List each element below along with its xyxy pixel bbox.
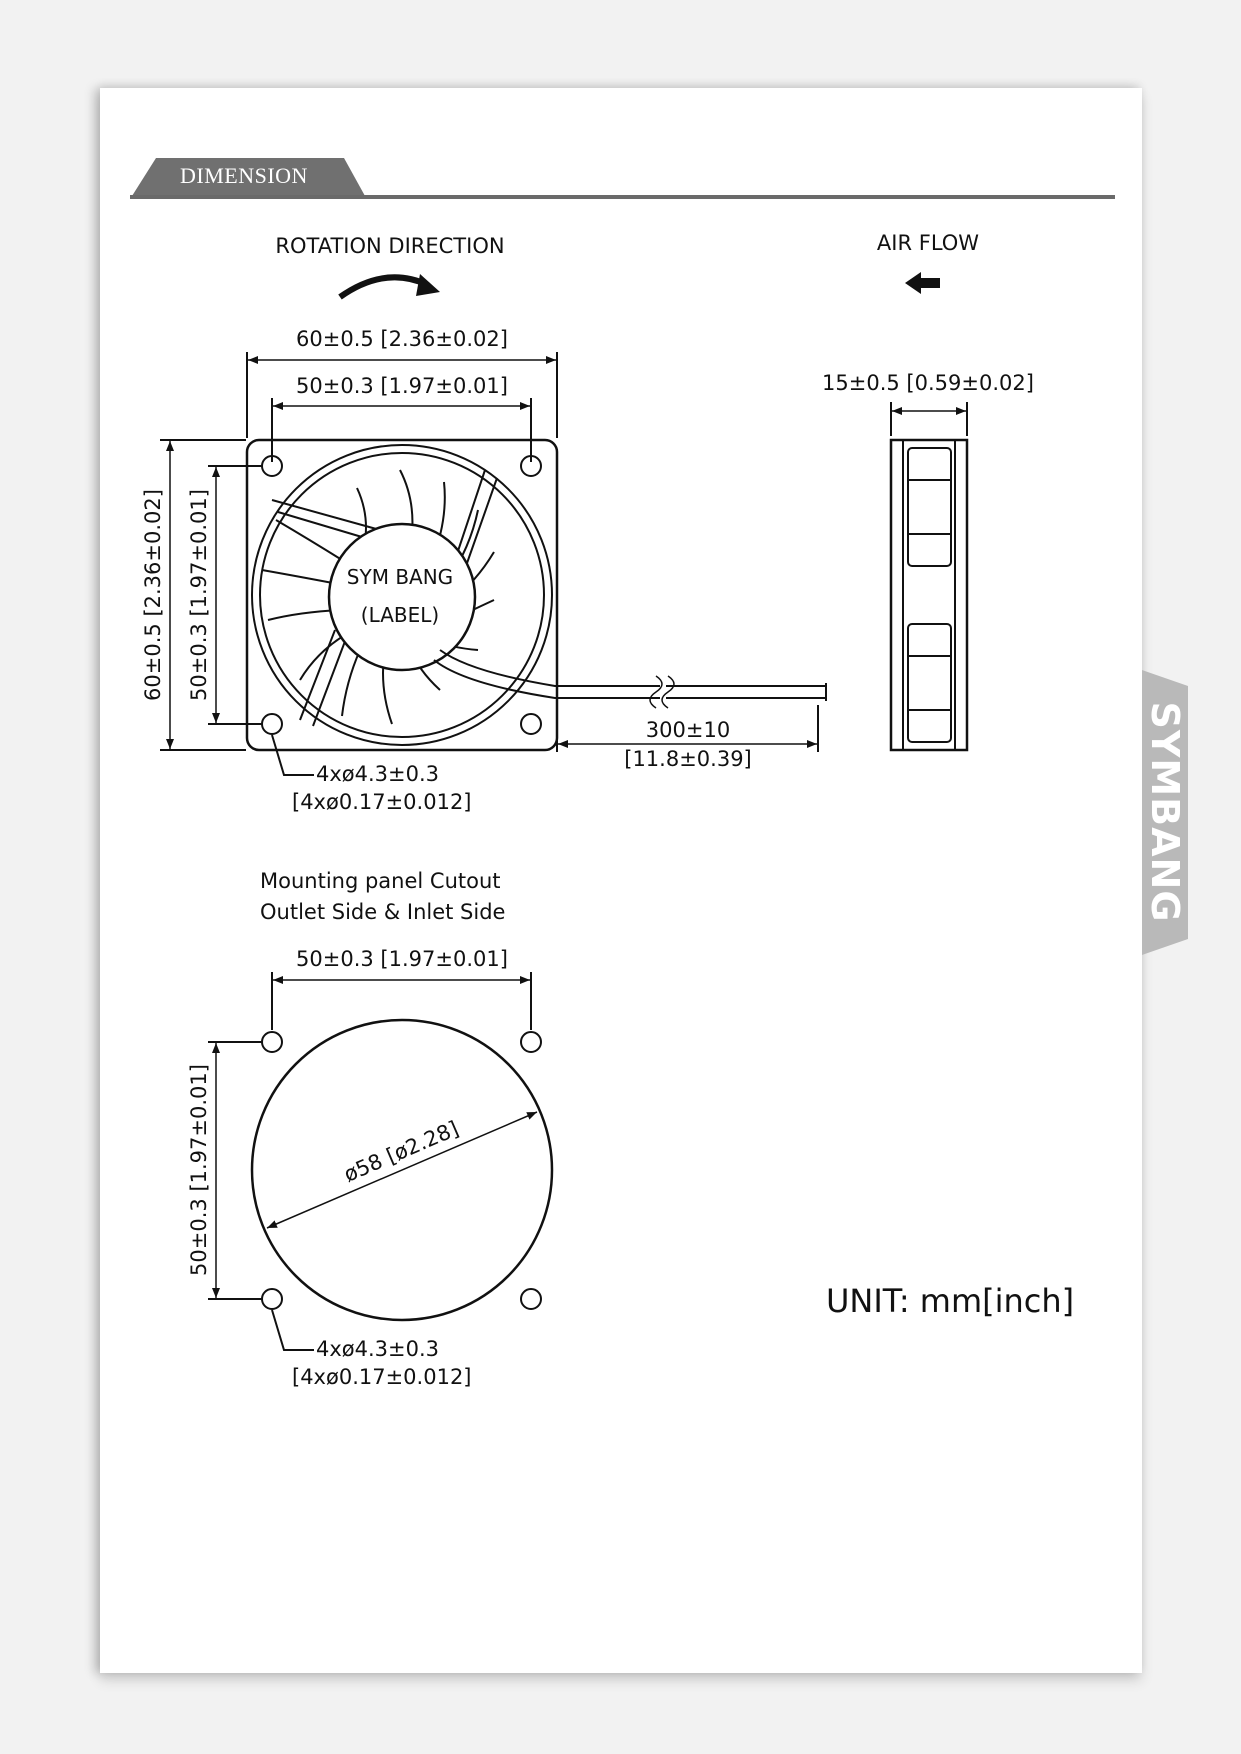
wire-break-mark	[649, 675, 675, 709]
cutout-circle	[250, 1018, 554, 1322]
diameter-line	[266, 1111, 538, 1229]
frame-strut	[454, 469, 498, 567]
fan-side-profile	[889, 438, 969, 752]
section-divider	[130, 195, 1115, 199]
brand-side-tab	[1142, 670, 1188, 955]
fan-hub-label	[327, 522, 477, 672]
cutout-title-line2: Outlet Side & Inlet Side	[260, 900, 505, 924]
mounting-hole	[261, 455, 283, 477]
leader-line	[271, 734, 314, 776]
lead-length-mm: 300±10	[646, 718, 730, 742]
fan-frame	[245, 438, 559, 752]
datasheet-page	[100, 88, 1142, 1673]
lead-wire	[433, 659, 826, 699]
blade-profile	[907, 447, 952, 567]
lead-length-in: [11.8±0.39]	[624, 747, 752, 771]
fan-label-line2: (LABEL)	[361, 603, 439, 627]
cutout-mounting-hole	[261, 1031, 283, 1053]
hole-spec-in: [4xø0.17±0.012]	[292, 790, 472, 814]
section-header-tab	[132, 158, 365, 196]
airflow-arrow-icon	[905, 272, 940, 294]
cutout-view	[208, 972, 554, 1351]
rotation-arrow-icon	[338, 274, 430, 300]
side-view	[889, 272, 969, 752]
mounting-hole	[520, 713, 542, 735]
cutout-mounting-hole	[520, 1288, 542, 1310]
cutout-hole-spec-mm: 4xø4.3±0.3	[316, 1337, 439, 1361]
dim-height-outer: 60±0.5 [2.36±0.02]	[141, 489, 165, 701]
mounting-hole	[520, 455, 542, 477]
dim-cutout-width: 50±0.3 [1.97±0.01]	[296, 947, 508, 971]
frame-strut	[271, 499, 381, 541]
airflow-label: AIR FLOW	[877, 231, 979, 255]
cutout-mounting-hole	[520, 1031, 542, 1053]
rotation-arrowhead-icon	[416, 274, 440, 296]
fan-label-line1: SYM BANG	[347, 565, 453, 589]
leader-line	[271, 1309, 314, 1351]
rotation-direction-label: ROTATION DIRECTION	[275, 234, 504, 258]
mounting-hole	[261, 713, 283, 735]
blade-profile	[907, 623, 952, 743]
cutout-mounting-hole	[261, 1288, 283, 1310]
lead-wire	[439, 649, 826, 687]
dim-thickness: 15±0.5 [0.59±0.02]	[822, 371, 1034, 395]
dim-height-holes: 50±0.3 [1.97±0.01]	[187, 489, 211, 701]
dim-width-outer: 60±0.5 [2.36±0.02]	[296, 327, 508, 351]
cutout-hole-spec-in: [4xø0.17±0.012]	[292, 1365, 472, 1389]
section-title: DIMENSION	[180, 163, 308, 188]
fan-shroud-outer	[251, 444, 553, 746]
dim-width-holes: 50±0.3 [1.97±0.01]	[296, 374, 508, 398]
hole-spec-mm: 4xø4.3±0.3	[316, 762, 439, 786]
front-view	[160, 274, 827, 776]
dim-cutout-height: 50±0.3 [1.97±0.01]	[187, 1064, 211, 1276]
fan-shroud-inner	[259, 452, 545, 738]
cutout-title-line1: Mounting panel Cutout	[260, 869, 501, 893]
unit-label: UNIT: mm[inch]	[826, 1282, 1075, 1320]
